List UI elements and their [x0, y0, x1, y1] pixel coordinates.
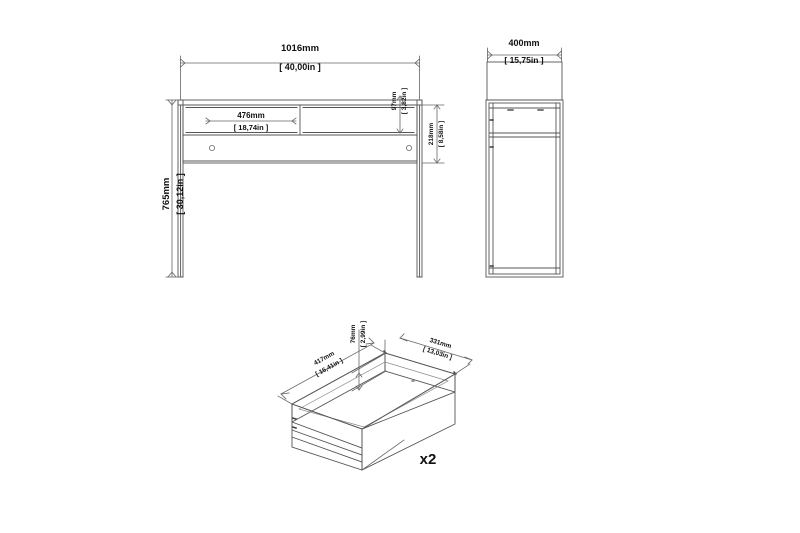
dim-label-drawer-front-width: 476mm [ 18,74in ] [234, 111, 269, 132]
dim-drawer-box-height-inch: [ 2,99in ] [360, 321, 367, 347]
dimension-lines [165, 47, 563, 471]
drawer-front-edge-marks [291, 417, 297, 429]
fixing-hole-right [405, 144, 413, 152]
dim-label-overall-width: 1016mm [ 40,00in ] [279, 43, 321, 72]
leg-panel-right [416, 99, 423, 278]
dim-drawer-front-width-inch: [ 18,74in ] [234, 123, 269, 132]
lower-rail [182, 134, 418, 164]
dim-drawer-front-height [396, 95, 404, 134]
dim-drawer-front-height-mm: 97mm [391, 91, 398, 110]
qty-leader-line [361, 439, 405, 471]
dim-label-drawer-box-depth: 331mm [ 13,03in ] [422, 337, 453, 361]
drawer-front-panel [291, 403, 363, 471]
dim-drawer-box-height-mm: 76mm [350, 324, 357, 343]
dim-label-apron-height: 218mm [ 8,58in ] [428, 121, 445, 147]
dim-overall-depth-inch: [ 15,75in ] [504, 55, 543, 65]
dim-overall-width-inch: [ 40,00in ] [279, 62, 321, 72]
dim-drawer-box-width [277, 337, 386, 405]
drawer-quantity-label: x2 [420, 451, 437, 468]
drawer-right-wall [361, 373, 456, 471]
dim-label-overall-depth: 400mm [ 15,75in ] [504, 38, 543, 65]
dim-drawer-box-depth [384, 333, 473, 375]
dim-apron-height-mm: 218mm [428, 123, 435, 146]
dim-overall-depth [486, 47, 563, 63]
dim-overall-width-mm: 1016mm [281, 43, 319, 54]
front-elevation-view [177, 99, 423, 278]
dim-apron-height-inch: [ 8,58in ] [438, 121, 445, 147]
dim-label-drawer-box-width: 417mm [ 16,41in ] [313, 350, 344, 378]
side-carcass [485, 99, 564, 278]
side-top-panel [486, 61, 563, 101]
dim-overall-height [165, 99, 181, 278]
dim-overall-depth-mm: 400mm [508, 38, 539, 48]
dim-overall-height-inch: [ 30,12in ] [175, 173, 185, 215]
drawer-apron [182, 104, 418, 136]
drawer-floor [298, 361, 449, 428]
dim-drawer-front-width-mm: 476mm [237, 111, 265, 120]
dim-label-drawer-box-height: 76mm [ 2,99in ] [350, 321, 367, 347]
side-drawer-band [488, 107, 561, 138]
dim-overall-height-mm: 765mm [161, 178, 172, 211]
side-leg-edges [492, 102, 557, 275]
dim-apron-height [421, 104, 445, 164]
dim-drawer-front-height-inch: [ 3,82in ] [401, 88, 408, 114]
dim-label-drawer-front-height: 97mm [ 3,82in ] [391, 88, 408, 114]
drawer-isometric-view [290, 350, 457, 471]
side-elevation-view [485, 61, 564, 278]
cam-fitting-marks [489, 119, 494, 267]
desk-top-panel [177, 99, 423, 106]
dim-drawer-box-height [351, 329, 387, 392]
dim-overall-width [179, 55, 421, 101]
dim-drawer-front-width [205, 117, 297, 125]
dim-label-overall-height: 765mm [ 30,12in ] [161, 173, 185, 215]
fixing-hole-left [208, 144, 216, 152]
